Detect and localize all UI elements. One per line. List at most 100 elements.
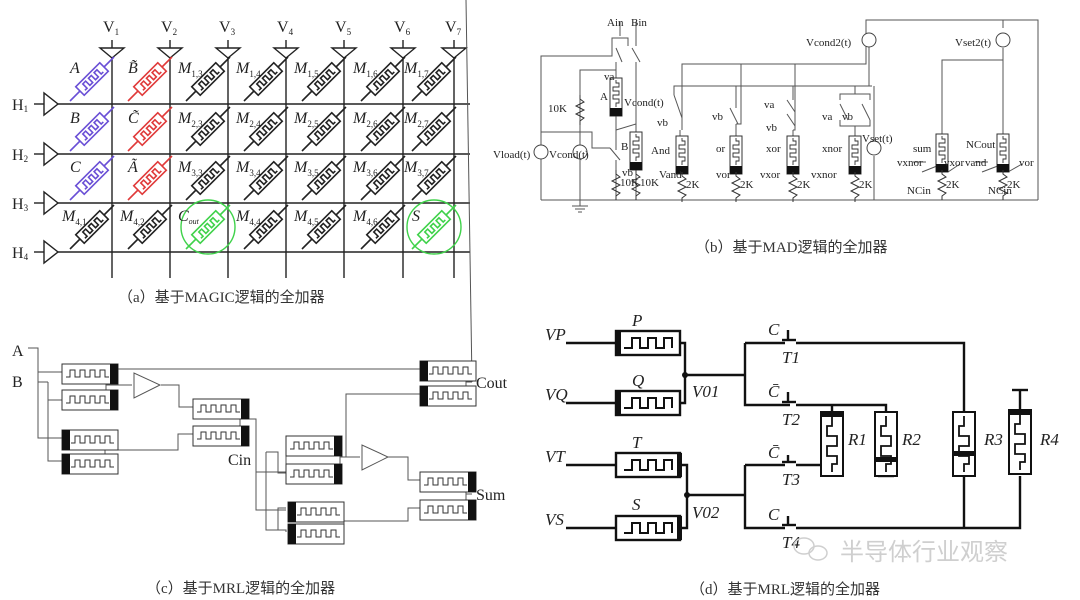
memristor-cell-cout: Cout bbox=[178, 199, 236, 255]
memristor-cell-m45: M4,5 bbox=[293, 204, 347, 250]
memristor-cell-b: B̃ bbox=[127, 56, 173, 102]
voltage-sources bbox=[533, 32, 1011, 160]
buffer-icon bbox=[440, 47, 468, 59]
memristor-ncout bbox=[996, 133, 1010, 173]
label-2k-sum: 2K bbox=[946, 179, 960, 191]
column-label: V2 bbox=[161, 19, 177, 37]
highlight-circle bbox=[406, 199, 462, 255]
cell-label: Ã bbox=[127, 157, 138, 176]
label-ain: Ain bbox=[607, 17, 624, 29]
memristor-icon bbox=[243, 56, 289, 102]
column-line-v2: V2 bbox=[156, 19, 184, 278]
column-line-v7: V7 bbox=[440, 19, 468, 278]
memristor-cell-m24: M2,4 bbox=[235, 106, 289, 152]
memristor-c14 bbox=[419, 499, 477, 521]
resistor-2k bbox=[731, 171, 741, 203]
label-b: B bbox=[621, 141, 628, 153]
memristor-cell-m15: M1,5 bbox=[293, 56, 347, 102]
cell-label: B̃ bbox=[128, 59, 138, 77]
cell-label: M3,7 bbox=[403, 159, 429, 178]
label-vt: VT bbox=[545, 447, 566, 466]
memristor-cell-m26: M2,6 bbox=[352, 106, 406, 152]
resistor-r2 bbox=[874, 411, 898, 477]
memristor-c8 bbox=[285, 463, 343, 485]
memristor-cell-m36: M3,6 bbox=[352, 155, 406, 201]
label-ncin-1: NCin bbox=[907, 185, 931, 197]
label-10k-1: 10K bbox=[548, 103, 567, 115]
row-label: H3 bbox=[12, 196, 29, 213]
node-v02-dot bbox=[684, 492, 690, 498]
highlight-circle bbox=[180, 199, 236, 255]
label-vset: Vset(t) bbox=[862, 133, 893, 145]
memristor-cell-m34: M3,4 bbox=[235, 155, 289, 201]
label-vxnor-in: vxnor bbox=[897, 157, 923, 169]
memristor-cell-m46: M4,6 bbox=[352, 204, 406, 250]
memristor-cell-m35: M3,5 bbox=[293, 155, 347, 201]
vcond-source-icon bbox=[572, 144, 588, 160]
wechat-icon bbox=[793, 537, 828, 561]
memristor-or bbox=[729, 135, 743, 175]
memristor-c9 bbox=[287, 501, 345, 523]
label-sum: sum bbox=[913, 143, 932, 155]
resistor-2k bbox=[788, 171, 798, 203]
cell-label: C̃ bbox=[128, 109, 139, 127]
label-vb-and: vb bbox=[657, 117, 669, 129]
resistor-2k bbox=[937, 169, 947, 201]
column-label: V5 bbox=[335, 19, 352, 37]
column-line-v6: V6 bbox=[389, 19, 417, 278]
label-2k-or: 2K bbox=[740, 179, 754, 191]
memristor-cell-m25: M2,5 bbox=[293, 106, 347, 152]
node-v01-dot bbox=[682, 372, 688, 378]
memristor-cell-s: S bbox=[406, 199, 462, 255]
label-v01: V01 bbox=[692, 382, 719, 401]
label-vb-xor: vb bbox=[766, 122, 778, 134]
buffer-icon bbox=[43, 190, 60, 216]
label-vb: vb bbox=[622, 167, 634, 179]
label-t1: T1 bbox=[782, 348, 800, 367]
label-gate-t3: C̄ bbox=[768, 443, 780, 462]
memristor-icon bbox=[301, 56, 347, 102]
cell-label: B bbox=[70, 110, 80, 127]
resistor-2k bbox=[850, 171, 860, 203]
cell-label: M3,5 bbox=[293, 159, 319, 178]
memristor-cell-m14: M1,4 bbox=[235, 56, 289, 102]
memristor-p bbox=[614, 329, 682, 357]
label-va-xnor: va bbox=[822, 111, 833, 123]
cell-label: C bbox=[70, 159, 81, 176]
memristor-c13 bbox=[419, 471, 477, 493]
cell-label: Cout bbox=[178, 208, 200, 226]
memristor-cell-m37: M3,7 bbox=[403, 155, 457, 201]
memristor-c12 bbox=[419, 385, 477, 407]
cell-label: M4,1 bbox=[61, 208, 87, 227]
label-v02: V02 bbox=[692, 503, 720, 522]
cell-label: M4,6 bbox=[352, 208, 378, 227]
column-line-v3: V3 bbox=[214, 19, 242, 278]
label-vand-in: vand bbox=[965, 157, 987, 169]
column-line-v5: V5 bbox=[330, 19, 358, 278]
panel-c-mrl: A B Cin Cout Sum （c）基于MRL逻辑的全加器 bbox=[12, 0, 508, 597]
label-xnor: xnor bbox=[822, 143, 843, 155]
memristor-icon bbox=[185, 56, 231, 102]
label-r1: R1 bbox=[847, 430, 867, 449]
label-va: va bbox=[604, 71, 615, 83]
column-label: V3 bbox=[219, 19, 236, 37]
cell-label: M4,4 bbox=[235, 208, 261, 227]
memristor-icon bbox=[411, 155, 457, 201]
resistor-r3 bbox=[952, 411, 976, 477]
buffer-icon bbox=[43, 91, 60, 117]
label-q: Q bbox=[632, 371, 644, 390]
cell-label: M1,4 bbox=[235, 60, 261, 79]
cell-label: M2,3 bbox=[177, 110, 203, 129]
label-vq: VQ bbox=[545, 385, 568, 404]
label-2k-xnor: 2K bbox=[859, 179, 873, 191]
panel-b-mad: Ain Bin va A Vcond(t) 10K B Vload(t) Vco… bbox=[493, 17, 1039, 256]
label-sum-output: Sum bbox=[476, 487, 506, 504]
cell-label: A bbox=[69, 60, 80, 77]
label-2k-ncout: 2K bbox=[1007, 179, 1021, 191]
label-gate-t4: C bbox=[768, 505, 780, 524]
memristor-xnor bbox=[848, 135, 862, 175]
buffer-1-icon bbox=[133, 372, 162, 399]
cell-label: M1,6 bbox=[352, 60, 378, 79]
watermark-text: 半导体行业观察 bbox=[840, 538, 1008, 566]
